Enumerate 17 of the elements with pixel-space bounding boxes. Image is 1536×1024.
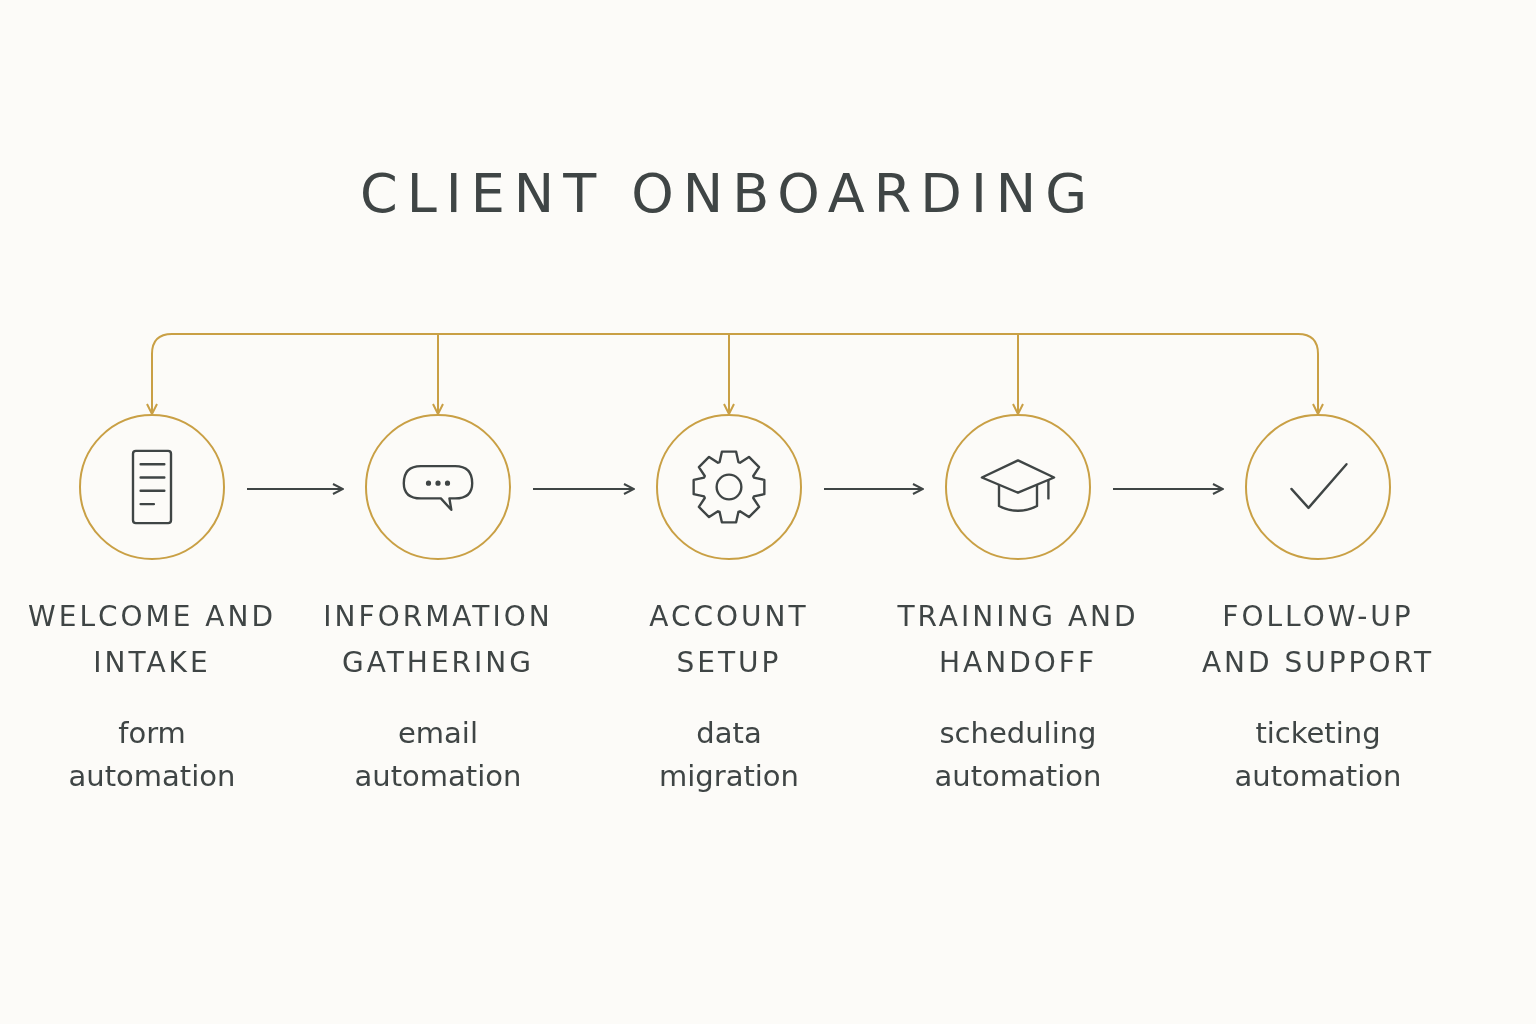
diagram-title: CLIENT ONBOARDING <box>358 162 1098 225</box>
step-description: scheduling automation <box>933 715 1103 795</box>
arrow <box>246 483 344 495</box>
arrow <box>432 333 730 415</box>
step-title: INFORMATION GATHERING <box>322 599 554 681</box>
step-description: ticketing automation <box>1233 715 1403 795</box>
step-description: email automation <box>353 715 523 795</box>
arrow <box>532 483 635 495</box>
step-description: data migration <box>658 715 800 795</box>
step-title: WELCOME AND INTAKE <box>27 599 277 681</box>
arrow <box>823 483 924 495</box>
arrow <box>1112 483 1224 495</box>
step-title: ACCOUNT SETUP <box>648 599 810 681</box>
step-description: form automation <box>67 715 237 795</box>
arrow <box>723 333 735 415</box>
step-title: FOLLOW-UP AND SUPPORT <box>1200 599 1436 681</box>
step-title: TRAINING AND HANDOFF <box>896 599 1140 681</box>
